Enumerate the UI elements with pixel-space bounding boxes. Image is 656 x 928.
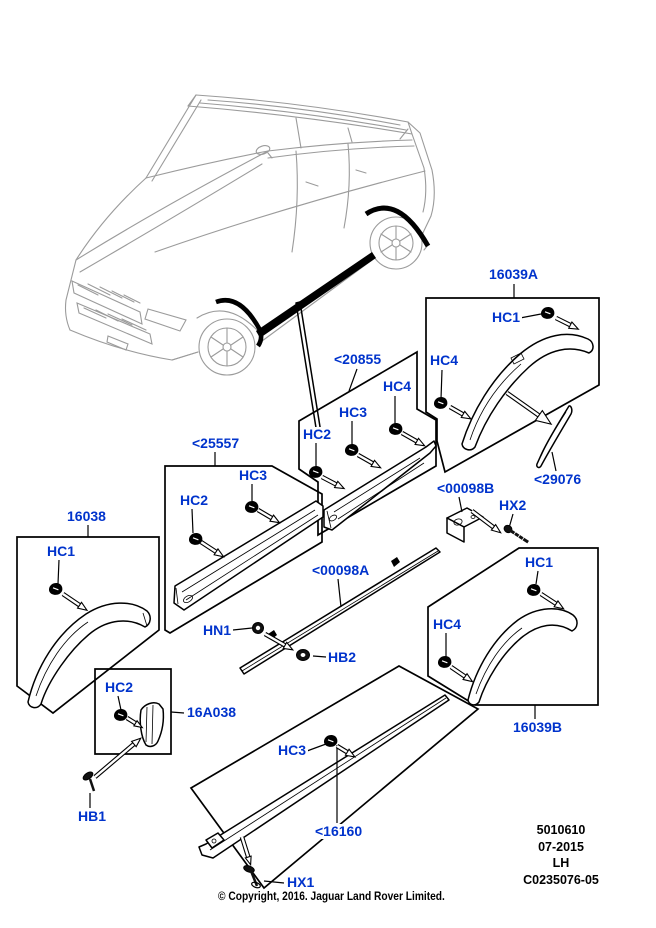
bolt-hx2 [503,524,529,544]
callout-hc2-20855[interactable]: HC2 [301,426,334,442]
clip-hc1-16039b [526,583,541,597]
drawing-info-block: 5010610 07-2015 LH C0235076-05 [505,822,617,888]
clip-hc2-16a038 [113,708,128,722]
callout-hc4-16039b[interactable]: HC4 [431,616,464,632]
callout-hc3-16160[interactable]: HC3 [276,742,309,758]
callout-29076[interactable]: <29076 [532,471,584,487]
sheet-code: C0235076-05 [523,872,599,887]
callout-hc3-25557[interactable]: HC3 [237,467,270,483]
part-blade-29076 [536,405,573,469]
callout-hc2-16a038[interactable]: HC2 [103,679,136,695]
clip-hc3-20855 [344,443,359,457]
screw-hx1 [243,865,261,889]
callout-hb2[interactable]: HB2 [326,649,359,665]
callout-hc2-25557[interactable]: HC2 [178,492,211,508]
group-box-20855 [298,350,437,537]
callout-25557[interactable]: <25557 [190,435,242,451]
large-install-arrow [505,391,553,425]
part-arch-16038 [27,602,151,709]
callout-hx2[interactable]: HX2 [497,497,529,513]
part-sill-25557 [173,500,324,611]
copyright-notice: © Copyright, 2016. Jaguar Land Rover Lim… [218,889,445,903]
leader-lines [57,284,557,884]
fasteners [48,306,555,889]
clip-hc1-16038 [48,582,63,596]
part-bracket-16A038 [139,702,165,748]
callout-hc4-16039a[interactable]: HC4 [428,352,461,368]
nut-hn1 [252,622,264,634]
vehicle-moulding-highlights [215,205,431,348]
part-arch-16039A [461,333,594,451]
callout-16038[interactable]: 16038 [65,508,108,524]
group-box-16039A [425,297,600,474]
clip-hc4-20855 [388,422,403,436]
callout-16039A[interactable]: 16039A [487,266,541,282]
screw-hb1 [82,771,96,792]
install-arrows [61,315,580,867]
group-box-16a038 [94,668,172,755]
clip-hc3-25557 [244,500,259,514]
part-sill-20855 [323,440,437,531]
callout-hn1[interactable]: HN1 [201,622,234,638]
clip-hc3-16160 [323,734,338,748]
bolt-hb2 [296,649,310,661]
callout-00098B[interactable]: <00098B [435,480,497,496]
drawing-date: 07-2015 [538,839,584,854]
clip-hc1-16039a [540,306,555,320]
callout-00098A[interactable]: <00098A [310,562,372,578]
vehicle-illustration [64,94,435,376]
callout-16039b[interactable]: 16039B [511,719,565,735]
callout-16a038[interactable]: 16A038 [185,704,239,720]
clip-hc2-20855 [308,465,323,479]
drawing-number: 5010610 [536,823,586,837]
part-arch-16039B [467,608,578,706]
callout-hb1[interactable]: HB1 [76,808,109,824]
callout-hc3-20855[interactable]: HC3 [337,404,370,420]
part-rail-00098A [239,547,441,675]
part-sill-16160 [198,694,450,859]
callout-hc4-20855[interactable]: HC4 [381,378,414,394]
drawing-side: LH [552,856,570,870]
clip-hc2-25557 [188,532,203,546]
parts [27,333,594,859]
part-pillar-finisher [295,301,322,435]
clip-hc4-16039b [437,655,452,669]
group-box-16160 [189,665,480,890]
callout-hc1-16038[interactable]: HC1 [45,543,78,559]
clip-hc4-16039a [433,396,448,410]
callout-hc1-16039b[interactable]: HC1 [523,554,556,570]
group-boxes [16,297,600,890]
group-box-25557 [164,465,323,634]
callout-hx1[interactable]: HX1 [285,874,317,890]
callout-16160[interactable]: <16160 [313,823,365,839]
callout-20855[interactable]: <20855 [332,351,384,367]
group-box-16038 [16,536,160,715]
callout-hc1-16039a[interactable]: HC1 [490,309,523,325]
